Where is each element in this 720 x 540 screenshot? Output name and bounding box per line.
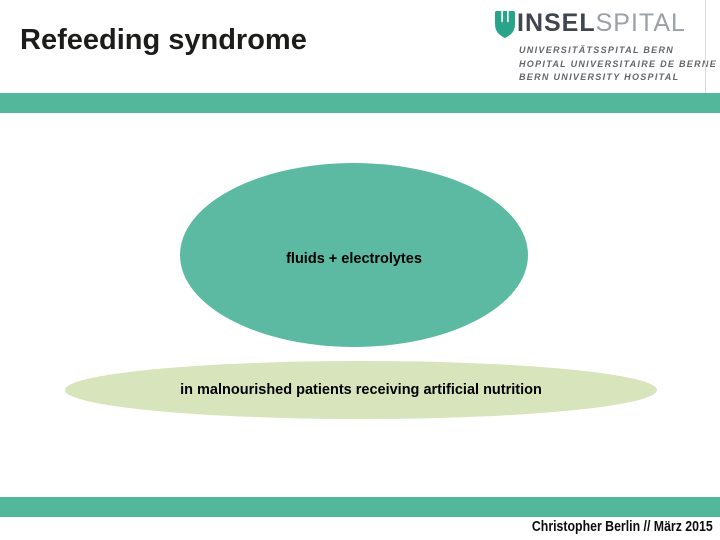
logo-subline-en: BERN UNIVERSITY HOSPITAL [519,72,680,82]
logo-sublines: UNIVERSITÄTSSPITAL BERN HOPITAL UNIVERSI… [519,44,717,85]
malnourished-patients-label: in malnourished patients receiving artif… [180,382,542,398]
slide-title: Refeeding syndrome [20,24,307,56]
slide-footer-author-date: Christopher Berlin // März 2015 [532,519,713,535]
logo-wordmark: INSELSPITAL [517,10,686,36]
inselspital-leaf-icon [495,11,515,38]
logo-wordmark-spital: SPITAL [595,9,686,37]
bottom-accent-bar [0,497,720,517]
fluids-electrolytes-ellipse: fluids + electrolytes [180,163,528,347]
fluids-electrolytes-label: fluids + electrolytes [286,251,422,267]
top-accent-bar [0,93,720,113]
logo-wordmark-insel: INSEL [517,9,596,37]
logo-subline-de: UNIVERSITÄTSSPITAL BERN [519,45,675,55]
malnourished-patients-ellipse: in malnourished patients receiving artif… [65,361,657,419]
slide-edge-line [705,0,706,95]
logo-subline-fr: HOPITAL UNIVERSITAIRE DE BERNE [519,58,718,69]
